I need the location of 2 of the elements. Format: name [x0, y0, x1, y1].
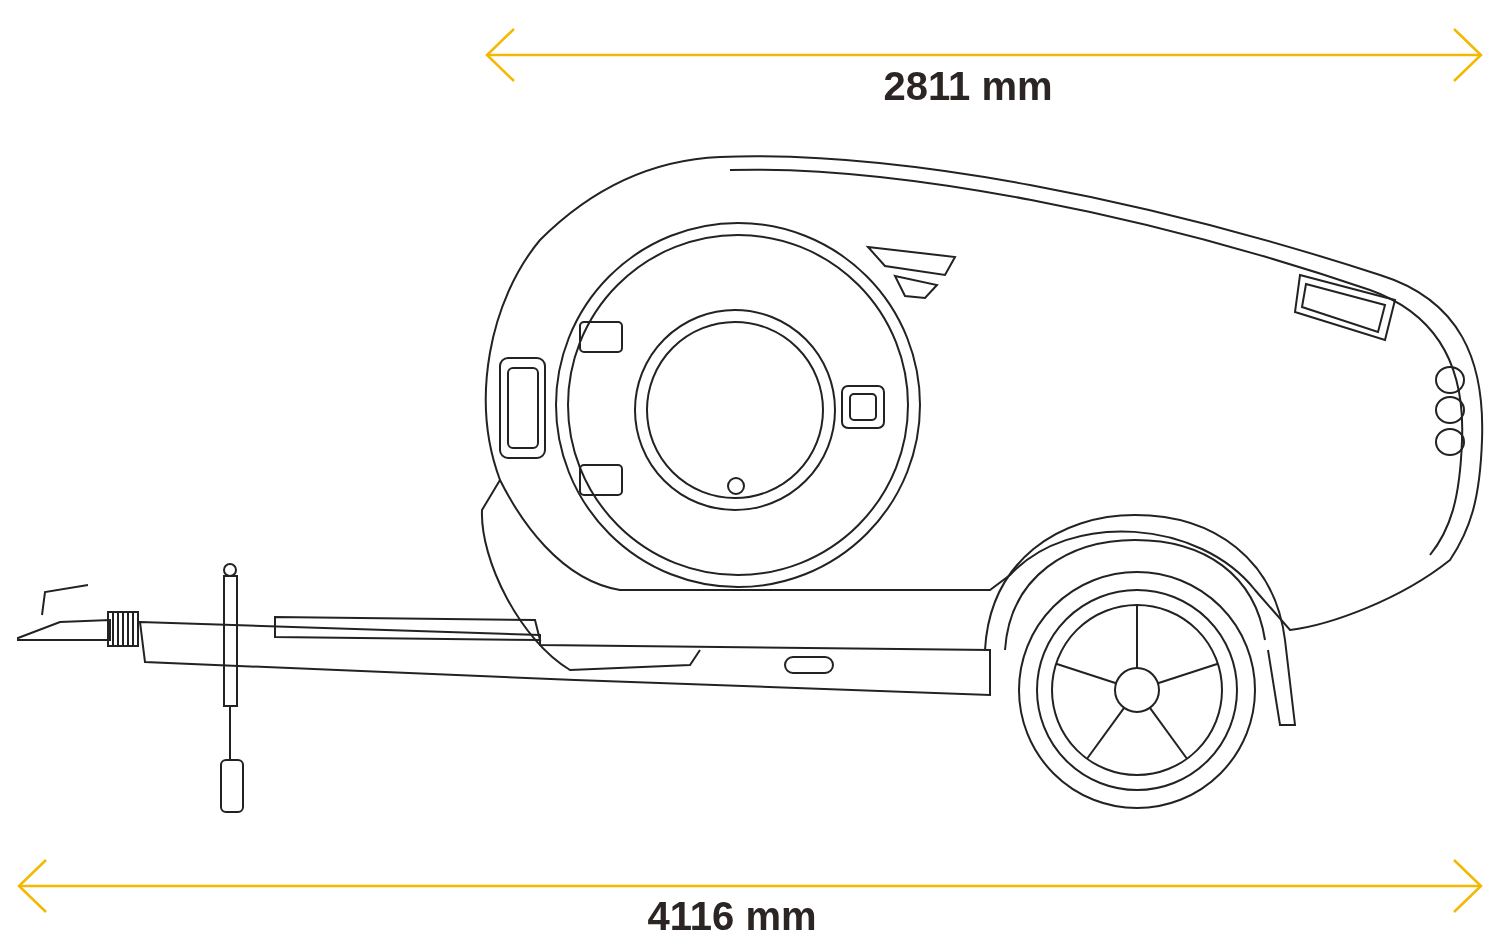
dimension-label: 2811 mm	[883, 66, 1053, 106]
dimension-label: 4116 mm	[647, 896, 817, 936]
